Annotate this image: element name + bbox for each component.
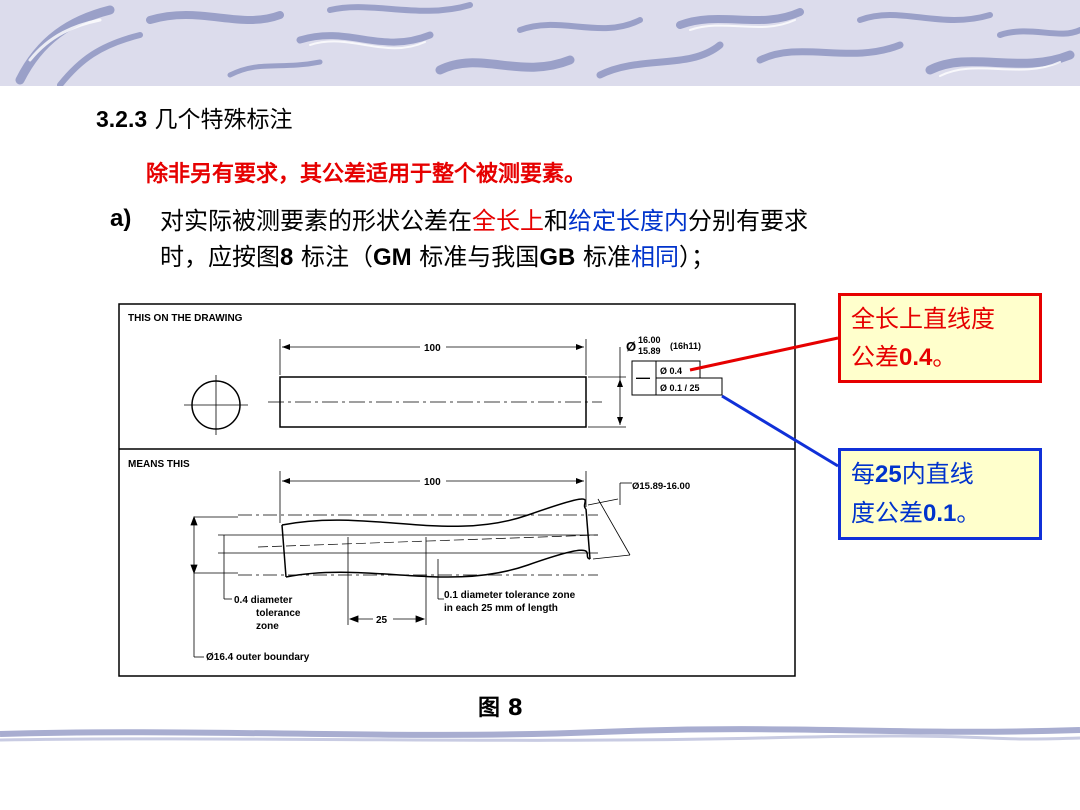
callout-red-line-2: 公差0.4。 bbox=[851, 338, 1029, 377]
zone-04-line-3: zone bbox=[256, 621, 279, 632]
red-leader-line bbox=[689, 336, 839, 372]
engineering-drawing: THIS ON THE DRAWING MEANS THIS 100 Ø 16.… bbox=[118, 303, 796, 677]
standard-gb: GB bbox=[539, 244, 576, 271]
highlight-blue: 相同 bbox=[630, 243, 679, 271]
end-view-circle bbox=[184, 375, 248, 435]
text-segment: 。 bbox=[932, 343, 957, 371]
callout-blue-line-1: 每25内直线 bbox=[851, 455, 1029, 494]
means-diameter-leader bbox=[587, 482, 632, 560]
text-segment: 内直线 bbox=[901, 460, 974, 488]
tolerance-value: 0.1 bbox=[923, 500, 957, 527]
dimension-100-bottom: 100 bbox=[424, 477, 441, 488]
decorative-stroke-pattern bbox=[15, 2, 1080, 86]
red-note: 除非另有要求，其公差适用于整个被测要素。 bbox=[146, 162, 587, 187]
text-segment: 对实际被测要素的形状公差在 bbox=[160, 207, 472, 235]
bent-shaft bbox=[194, 498, 599, 578]
callout-per-length-straightness: 每25内直线 度公差0.1。 bbox=[838, 448, 1042, 540]
text-segment: 公差 bbox=[851, 343, 899, 371]
tolerance-value: 0.4 bbox=[899, 344, 933, 371]
fcf-row-2: Ø 0.1 / 25 bbox=[660, 383, 700, 393]
zone-01-leader bbox=[437, 559, 444, 600]
text-segment: 分别有要求 bbox=[688, 207, 808, 235]
fcf-row-1: Ø 0.4 bbox=[660, 366, 682, 376]
zone-01-line-1: 0.1 diameter tolerance zone bbox=[444, 590, 576, 601]
paragraph-line-1: 对实际被测要素的形状公差在全长上和给定长度内分别有要求 bbox=[160, 203, 1020, 239]
text-segment: 度公差 bbox=[851, 499, 923, 527]
highlight-red: 全长上 bbox=[472, 207, 544, 235]
header-banner bbox=[0, 0, 1080, 86]
diameter-symbol: Ø bbox=[626, 339, 636, 354]
length-dimension-bottom bbox=[279, 471, 587, 523]
section-title-text: 几个特殊标注 bbox=[154, 107, 293, 133]
standard-gm: GM bbox=[373, 244, 412, 271]
callout-red-line-1: 全长上直线度 bbox=[851, 305, 995, 333]
diameter-fit: (16h11) bbox=[670, 341, 701, 351]
callout-blue-line-2: 度公差0.1。 bbox=[851, 494, 1029, 533]
dimension-25-text: 25 bbox=[376, 615, 388, 626]
blue-leader-line bbox=[721, 394, 839, 468]
section-number: 3.2.3 bbox=[96, 106, 148, 132]
dimension-100-top: 100 bbox=[424, 343, 441, 354]
figure-ref: 8 bbox=[280, 244, 294, 271]
zone-01-line-2: in each 25 mm of length bbox=[444, 603, 558, 614]
text-segment: 标准与我国 bbox=[411, 243, 540, 271]
length-dimension-top bbox=[279, 339, 587, 375]
figure-caption: 图 8 bbox=[478, 696, 523, 721]
callout-overall-straightness: 全长上直线度 公差0.4。 bbox=[838, 293, 1042, 383]
text-segment: 。 bbox=[956, 499, 981, 527]
top-section-label: THIS ON THE DRAWING bbox=[128, 313, 243, 324]
length-value: 25 bbox=[875, 461, 902, 488]
item-label: a) bbox=[110, 205, 132, 232]
text-segment: 标准 bbox=[575, 243, 631, 271]
means-diameter-text: Ø15.89-16.00 bbox=[632, 481, 690, 492]
text-segment: ）； bbox=[678, 243, 715, 271]
diameter-lower: 15.89 bbox=[638, 346, 661, 356]
zone-04-leader bbox=[190, 515, 232, 600]
diameter-upper: 16.00 bbox=[638, 335, 661, 345]
highlight-blue: 给定长度内 bbox=[568, 207, 688, 235]
straightness-symbol: — bbox=[636, 369, 650, 385]
text-segment: 和 bbox=[544, 207, 568, 235]
dimension-25 bbox=[347, 537, 427, 626]
footer-stripe bbox=[0, 726, 1080, 742]
item-paragraph: 对实际被测要素的形状公差在全长上和给定长度内分别有要求 时，应按图8 标注（GM… bbox=[160, 203, 1020, 276]
zone-04-line-2: tolerance bbox=[256, 608, 301, 619]
section-heading: 3.2.3 几个特殊标注 bbox=[96, 100, 292, 134]
paragraph-line-2: 时，应按图8 标注（GM 标准与我国GB 标准相同）； bbox=[160, 239, 1020, 276]
text-segment: 每 bbox=[851, 460, 875, 488]
bottom-section-label: MEANS THIS bbox=[128, 459, 190, 470]
outer-boundary-text: Ø16.4 outer boundary bbox=[206, 652, 310, 663]
outer-boundary-leader bbox=[193, 573, 204, 658]
text-segment: 时，应按图 bbox=[160, 243, 280, 271]
zone-04-line-1: 0.4 diameter bbox=[234, 595, 292, 606]
text-segment: 标注（ bbox=[293, 243, 373, 271]
feature-control-frame bbox=[631, 360, 723, 396]
diameter-dimension bbox=[588, 347, 626, 428]
